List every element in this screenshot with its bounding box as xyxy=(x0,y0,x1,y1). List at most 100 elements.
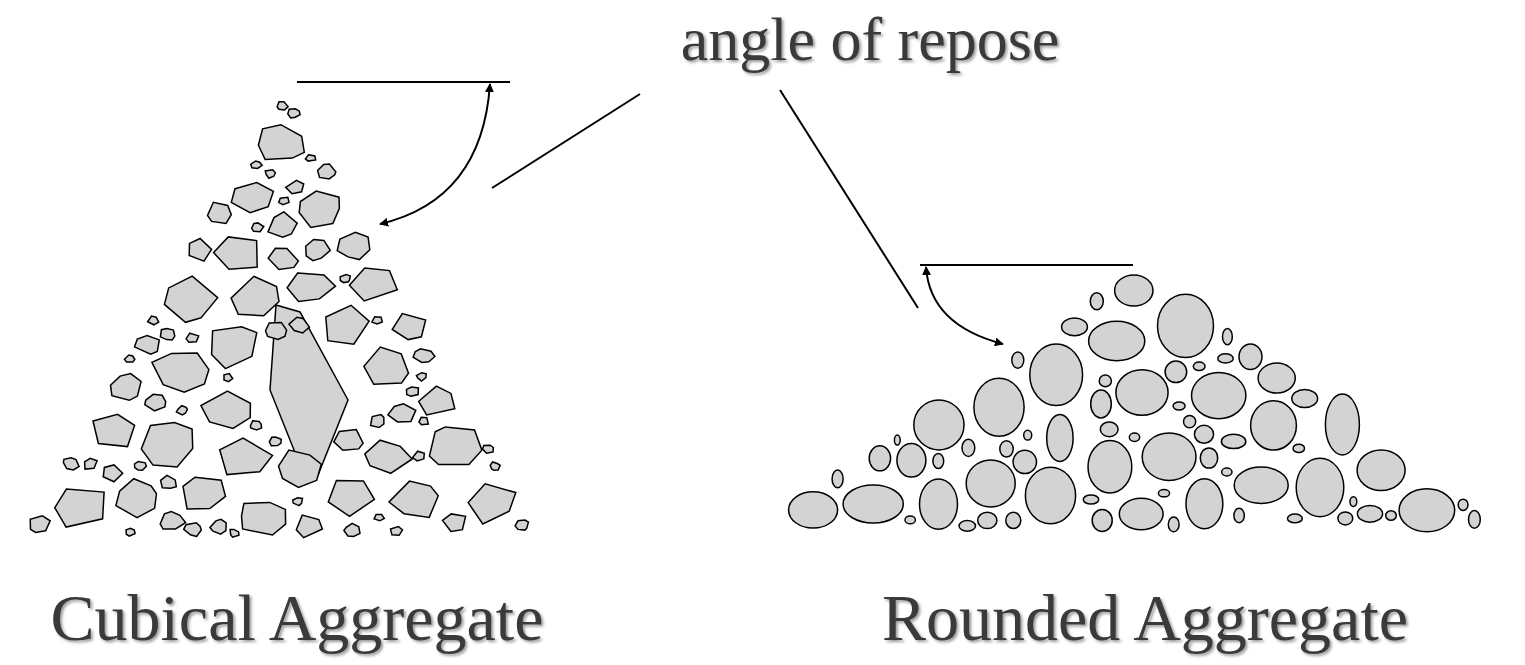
stone xyxy=(210,519,226,534)
pebble xyxy=(978,512,997,528)
stone xyxy=(183,477,226,509)
pebble xyxy=(1024,430,1032,440)
aggregate-caption: Cubical Aggregate xyxy=(50,581,543,654)
stone xyxy=(63,458,79,470)
stone xyxy=(299,191,339,227)
pebble xyxy=(1325,394,1359,455)
pebble xyxy=(1012,352,1024,368)
pebble xyxy=(1129,433,1139,441)
stone xyxy=(164,276,217,322)
stone xyxy=(85,458,98,469)
stone xyxy=(103,465,123,482)
pebble xyxy=(1218,354,1233,363)
stone xyxy=(214,237,258,269)
pebble xyxy=(1158,294,1214,357)
stone xyxy=(242,502,286,535)
pebble xyxy=(1458,499,1468,510)
pebble xyxy=(1173,402,1185,410)
stone xyxy=(55,489,104,527)
stone xyxy=(287,273,335,302)
pebble xyxy=(905,516,915,524)
stone xyxy=(296,515,322,538)
stone xyxy=(334,430,363,451)
pebble xyxy=(1030,344,1083,405)
stone xyxy=(364,347,409,384)
stone xyxy=(293,498,303,506)
pebble xyxy=(1386,511,1397,521)
pebble xyxy=(1292,389,1318,407)
stone xyxy=(326,305,369,344)
angle-label: angle of repose xyxy=(681,5,1060,73)
stone xyxy=(279,450,322,487)
pebble xyxy=(1062,318,1088,336)
stone xyxy=(145,394,166,411)
stone xyxy=(160,512,185,530)
stone xyxy=(365,440,412,473)
angle-arc xyxy=(926,267,1003,344)
pebble xyxy=(1184,415,1196,427)
stone xyxy=(268,248,298,269)
stone xyxy=(277,102,288,110)
stone xyxy=(374,515,384,521)
stone xyxy=(201,391,251,428)
stone xyxy=(176,406,187,415)
pebble xyxy=(1186,479,1223,529)
pebble xyxy=(1119,498,1163,530)
stone xyxy=(160,329,174,341)
stone xyxy=(372,317,382,324)
pebble xyxy=(1357,505,1382,522)
stone xyxy=(349,268,397,301)
stone xyxy=(419,417,428,424)
pebble xyxy=(1100,422,1118,437)
stone xyxy=(93,414,135,446)
pebble xyxy=(1288,514,1303,523)
pebble xyxy=(1142,433,1196,480)
stone xyxy=(289,317,309,333)
aggregate-caption-holder: Rounded Aggregate xyxy=(882,585,1408,651)
pebble xyxy=(1006,512,1021,528)
pebble xyxy=(1296,458,1344,516)
pebble xyxy=(1357,450,1405,491)
pebble xyxy=(894,435,900,445)
stone xyxy=(371,415,384,428)
pebble xyxy=(1193,362,1205,371)
horizontal-reference xyxy=(297,81,510,83)
stone xyxy=(251,421,262,430)
stone xyxy=(251,161,262,168)
stone xyxy=(468,484,516,524)
stone xyxy=(186,333,199,342)
stone xyxy=(111,374,142,401)
stone xyxy=(135,462,147,471)
pebble xyxy=(1200,448,1217,468)
stone xyxy=(141,423,192,467)
stone xyxy=(265,170,275,179)
stone xyxy=(413,349,435,363)
horizontal-reference xyxy=(920,264,1133,266)
stone xyxy=(266,322,287,339)
pebble xyxy=(1221,434,1245,448)
stone xyxy=(344,523,360,536)
pebble xyxy=(1258,363,1295,393)
pebble xyxy=(1088,441,1132,493)
stone xyxy=(189,239,211,262)
pebble xyxy=(1350,497,1357,507)
stone xyxy=(389,481,438,517)
pebble xyxy=(1399,489,1455,532)
pebble xyxy=(1090,293,1103,310)
pebble xyxy=(1116,370,1168,416)
pebble xyxy=(869,446,890,471)
pebble xyxy=(1251,401,1297,450)
pebble xyxy=(914,400,964,450)
angle-arc xyxy=(380,84,490,224)
pebble xyxy=(1099,375,1111,387)
stone xyxy=(252,223,264,232)
stone xyxy=(416,373,426,381)
aggregate-caption-holder: Cubical Aggregate xyxy=(50,585,543,651)
stone xyxy=(515,520,528,530)
stone xyxy=(231,183,273,213)
pebble xyxy=(1168,517,1179,532)
stone xyxy=(306,240,331,261)
pebble xyxy=(1222,468,1232,476)
pebble xyxy=(1338,512,1353,525)
pebble xyxy=(1089,321,1145,360)
